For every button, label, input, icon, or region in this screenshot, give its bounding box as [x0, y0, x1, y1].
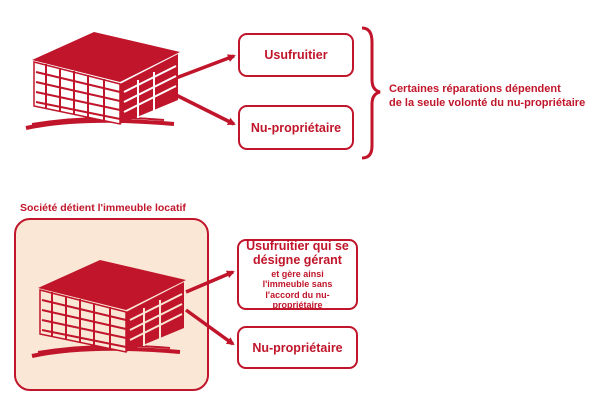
- usufruitier-manager-detail: et gère ainsi l'immeuble sans l'accord d…: [262, 268, 333, 311]
- company-caption: Société détient l'immeuble locatif: [20, 202, 186, 214]
- curly-brace-icon: [361, 26, 381, 160]
- nu-proprietaire-label: Nu-propriétaire: [250, 120, 342, 135]
- usufruitier-manager-title: Usufruitier qui se désigne gérant: [246, 238, 349, 267]
- usufruitier-manager-box: Usufruitier qui se désigne gérant et gèr…: [237, 239, 358, 310]
- repairs-note: Certaines réparations dépendent de la se…: [389, 82, 604, 110]
- arrow-icon: [175, 93, 236, 126]
- usufruitier-label: Usufruitier: [264, 48, 328, 62]
- arrow-icon: [185, 270, 235, 294]
- usufruitier-box: Usufruitier: [238, 33, 354, 77]
- repairs-note-line2: de la seule volonté du nu-propriétaire: [389, 97, 586, 109]
- nu-proprietaire-label-2: Nu-propriétaire: [252, 340, 343, 355]
- arrow-icon: [184, 308, 235, 346]
- repairs-note-line1: Certaines réparations dépendent: [389, 83, 561, 95]
- nu-proprietaire-box-2: Nu-propriétaire: [237, 326, 358, 369]
- apartment-building-icon: [25, 32, 180, 130]
- arrow-icon: [175, 54, 236, 80]
- apartment-building-icon: [31, 260, 186, 358]
- nu-proprietaire-box: Nu-propriétaire: [238, 105, 354, 150]
